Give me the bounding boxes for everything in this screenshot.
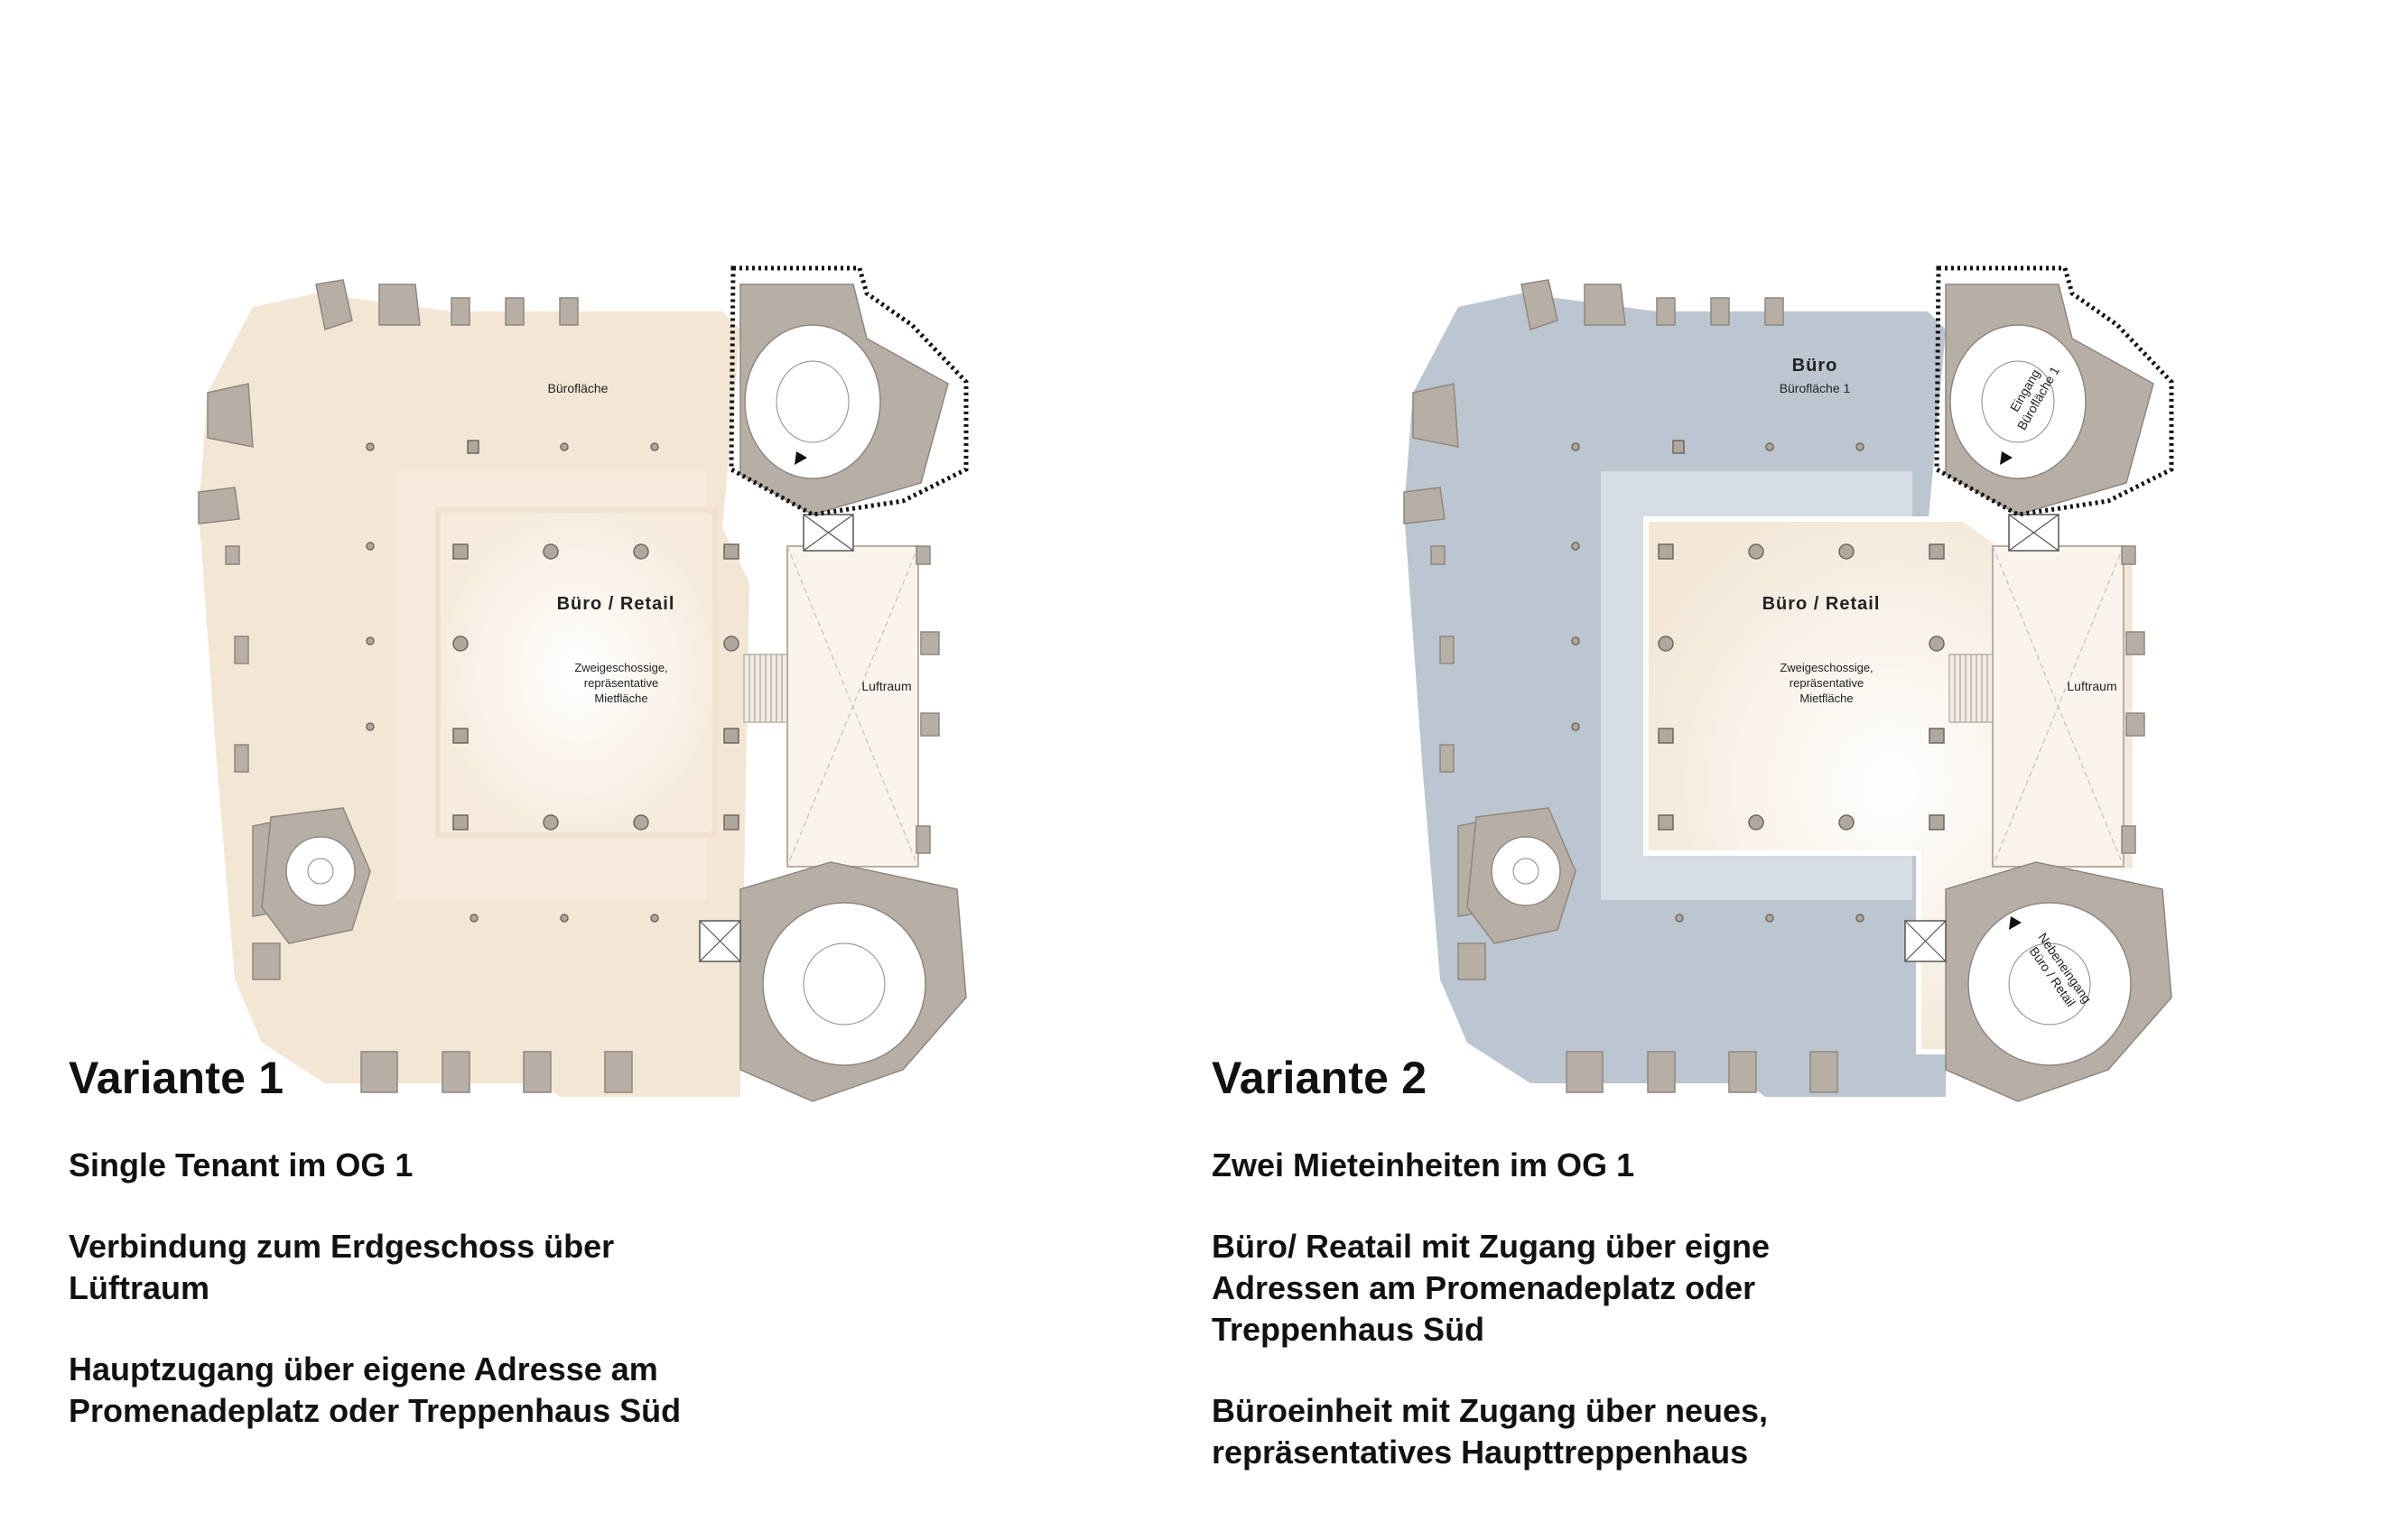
staircase-west — [1466, 807, 1576, 944]
staircase-north — [739, 283, 949, 552]
office-title-label: Büro — [1792, 356, 1838, 376]
floor-plan-svg: Büro Bürofläche 1 Büro / Retail Zweigesc… — [1403, 265, 2174, 1102]
void-label: Luftraum — [2067, 679, 2116, 693]
staircase-south — [699, 861, 967, 1102]
retail-core — [442, 515, 713, 831]
core-label: Büro / Retail — [557, 594, 675, 614]
core-desc-line3: Mietfläche — [1799, 692, 1853, 705]
core-desc-line2: repräsentative — [1790, 676, 1864, 690]
core-label: Büro / Retail — [1762, 594, 1881, 614]
variant-1-paragraph-3: Hauptzugang über eigene Adresse am Prome… — [69, 1351, 682, 1429]
side-entrance-arrow-icon — [2009, 916, 2022, 930]
columns — [366, 440, 739, 923]
staircase-west — [261, 807, 371, 944]
core-desc-line2: repräsentative — [584, 676, 658, 690]
core-desc-line1: Zweigeschossige, — [1780, 661, 1873, 674]
staircase-outline — [1934, 265, 2174, 517]
entrance-arrow-icon — [795, 451, 807, 465]
variant-2-paragraph-1: Zwei Mieteinheiten im OG 1 — [1212, 1146, 1635, 1183]
floor-plan-variante-1: Bürofläche Büro / Retail Zweigeschossige… — [181, 257, 993, 1115]
entrance-arrow-icon — [2000, 451, 2013, 465]
staircase-south — [1904, 861, 2172, 1102]
staircase-north — [1945, 283, 2154, 552]
void-label: Luftraum — [861, 679, 911, 693]
floor-plan-svg: Bürofläche Büro / Retail Zweigeschossige… — [198, 265, 969, 1102]
variant-2-title: Variante 2 — [1212, 1053, 1427, 1103]
office-label: Bürofläche 1 — [1780, 381, 1851, 395]
stair — [743, 654, 788, 723]
variant-1-description: Single Tenant im OG 1 Verbindung zum Erd… — [69, 1145, 681, 1471]
variant-2-paragraph-3: Büroeinheit mit Zugang über neues, reprä… — [1212, 1392, 1769, 1471]
core-desc-line1: Zweigeschossige, — [574, 661, 667, 674]
core-desc-line3: Mietfläche — [594, 692, 647, 705]
variant-2-paragraph-2: Büro/ Reatail mit Zugang über eigne Adre… — [1212, 1228, 1771, 1348]
staircase-outline — [729, 265, 969, 517]
stair — [1948, 654, 1994, 723]
office-label: Bürofläche — [548, 381, 609, 395]
variant-1-paragraph-2: Verbindung zum Erdgeschoss über Lüftraum — [69, 1228, 615, 1306]
variant-1-paragraph-1: Single Tenant im OG 1 — [69, 1146, 414, 1183]
columns — [1571, 440, 1945, 923]
floor-plan-variante-2: Büro Bürofläche 1 Büro / Retail Zweigesc… — [1386, 257, 2199, 1115]
variant-2-description: Zwei Mieteinheiten im OG 1 Büro/ Reatail… — [1212, 1145, 1770, 1513]
variant-1-title: Variante 1 — [69, 1053, 284, 1103]
